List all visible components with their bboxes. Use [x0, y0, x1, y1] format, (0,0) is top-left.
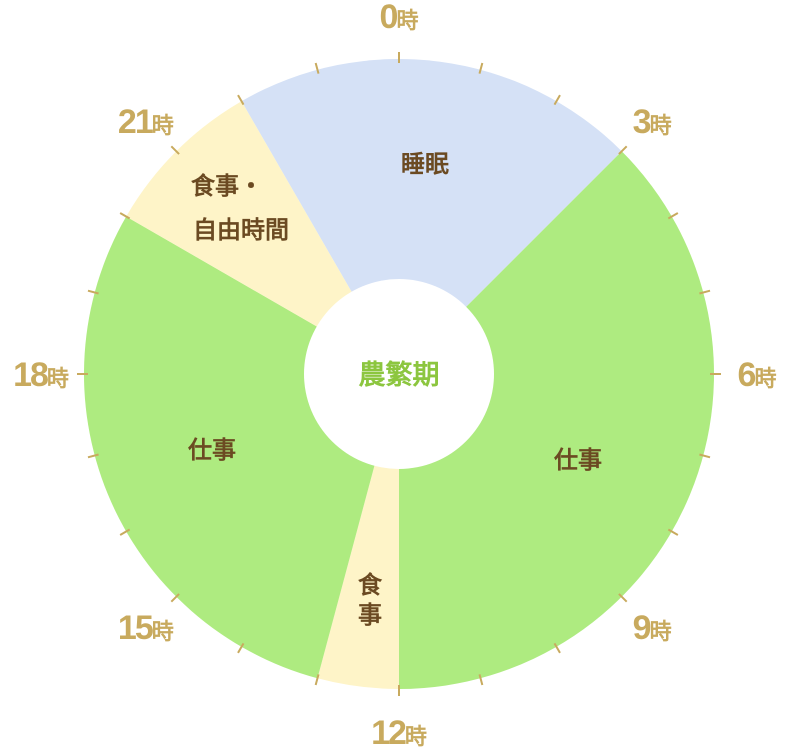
segment-label: 仕事: [553, 446, 602, 474]
hour-tick: [699, 453, 711, 459]
hour-tick: [478, 674, 484, 686]
hour-label-18: 18時: [13, 356, 69, 394]
hour-tick: [170, 145, 180, 155]
hour-tick: [87, 453, 99, 459]
hour-tick: [667, 212, 679, 220]
segment-4: [126, 101, 399, 374]
hour-tick: [119, 212, 131, 220]
hour-tick: [314, 62, 320, 74]
hour-tick: [699, 289, 711, 295]
segment-label: 食: [358, 571, 383, 599]
hour-tick: [618, 145, 628, 155]
hour-tick: [170, 593, 180, 603]
hour-label-15: 15時: [118, 609, 174, 647]
hour-label-0: 0時: [380, 0, 419, 36]
segment-label: 事: [358, 601, 382, 629]
segment-label: 睡眠: [401, 150, 449, 178]
segment-0: [241, 59, 622, 375]
segment-label: 食事・: [191, 172, 263, 200]
hour-tick: [119, 528, 131, 536]
hour-tick: [553, 94, 561, 106]
hour-label-3: 3時: [633, 103, 672, 141]
segment-label: 仕事: [187, 436, 236, 464]
hour-label-21: 21時: [118, 103, 174, 141]
hour-tick: [478, 62, 484, 74]
hour-tick: [553, 642, 561, 654]
center-title: 農繁期: [359, 360, 440, 391]
segment-label: 自由時間: [193, 216, 289, 244]
hour-tick: [314, 674, 320, 686]
segment-1: [399, 151, 715, 690]
hour-tick: [237, 94, 245, 106]
hour-label-9: 9時: [633, 609, 672, 647]
hour-label-6: 6時: [738, 356, 777, 394]
donut-hole: [304, 279, 494, 469]
hour-tick: [618, 593, 628, 603]
hour-tick: [667, 528, 679, 536]
hour-tick: [237, 642, 245, 654]
hour-tick: [87, 289, 99, 295]
hour-label-12: 12時: [371, 714, 427, 752]
